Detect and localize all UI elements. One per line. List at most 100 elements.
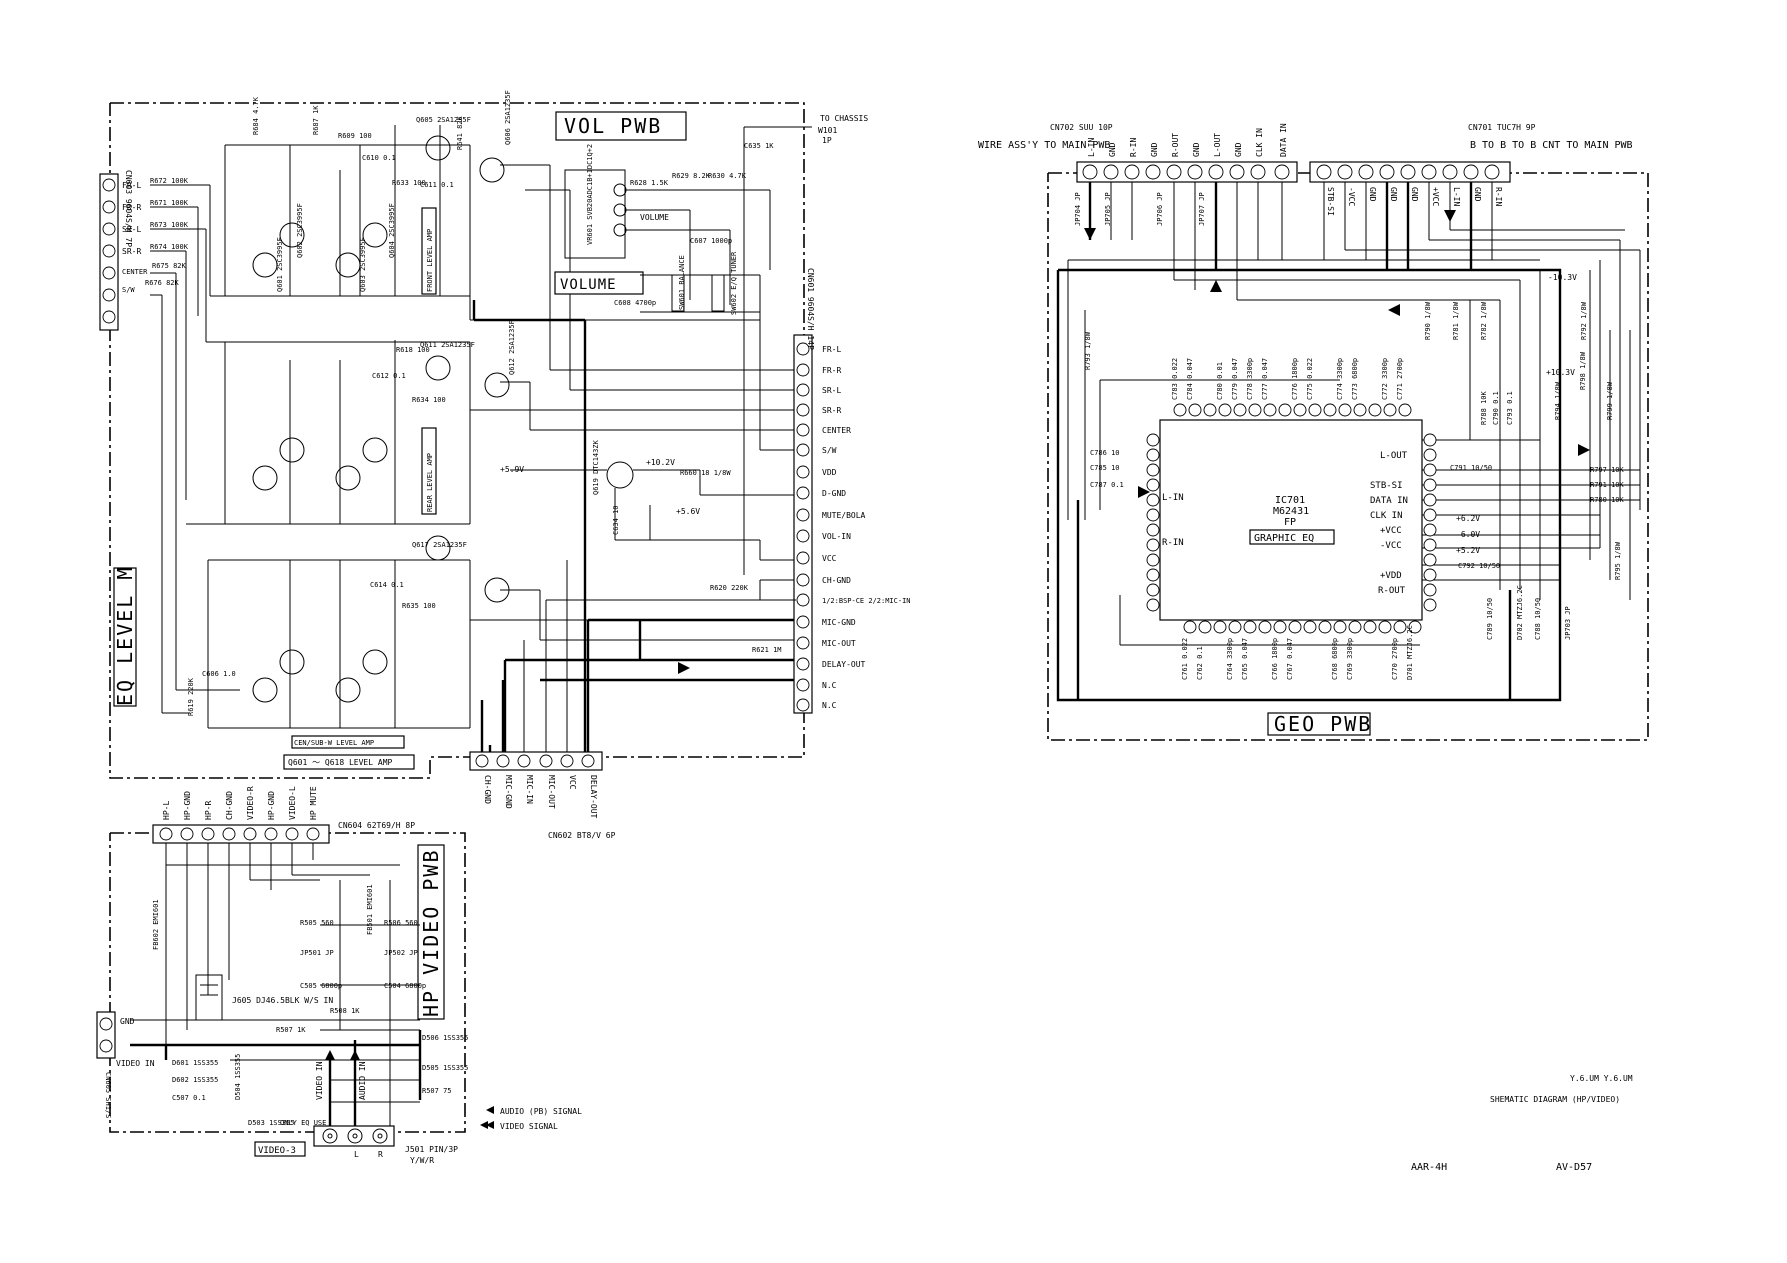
svg-text:R792 1/8W: R792 1/8W: [1580, 301, 1588, 340]
svg-text:R687 1K: R687 1K: [312, 105, 320, 135]
svg-text:C764 3300p: C764 3300p: [1226, 638, 1234, 680]
svg-text:VCC: VCC: [822, 554, 837, 563]
cn603-pins: [102, 178, 116, 324]
svg-text:C778 3300p: C778 3300p: [1246, 358, 1254, 400]
svg-text:D602 1SS355: D602 1SS355: [172, 1076, 218, 1084]
svg-text:MIC-GND: MIC-GND: [822, 618, 856, 627]
cn605-video-in: VIDEO IN: [116, 1059, 155, 1068]
j501-label: J501 PIN/3P: [405, 1145, 458, 1154]
svg-text:CENTER: CENTER: [122, 268, 148, 276]
hp-video-thick: [130, 1030, 422, 1130]
svg-text:JP502 JP: JP502 JP: [384, 949, 418, 957]
svg-text:GND: GND: [1473, 187, 1482, 202]
svg-text:CLK IN: CLK IN: [1370, 511, 1403, 521]
svg-text:Q611 2SA1235F: Q611 2SA1235F: [420, 341, 475, 349]
svg-text:+VCC: +VCC: [1380, 526, 1402, 536]
hp-component-labels: FB602 EMI601 FB501 EMI601 R505 560 R506 …: [152, 884, 468, 1127]
cn602-thin-wires: [523, 560, 796, 752]
svg-text:-10.3V: -10.3V: [1548, 273, 1577, 282]
svg-text:R629 8.2K: R629 8.2K: [672, 172, 711, 180]
svg-text:C774 3300p: C774 3300p: [1336, 358, 1344, 400]
ic-right-pin-labels: L-OUT STB-SI DATA IN CLK IN +VCC -VCC +V…: [1370, 451, 1408, 596]
svg-text:FR-R: FR-R: [822, 366, 841, 375]
geo-voltages: -10.3V +10.3V +6.2V -6.0V +5.2V: [1456, 273, 1577, 555]
svg-text:+VCC: +VCC: [1431, 187, 1440, 206]
svg-text:R508 1K: R508 1K: [330, 1007, 360, 1015]
cn701-sub: B TO B TO B CNT TO MAIN PWB: [1470, 140, 1633, 151]
svg-text:R620 220K: R620 220K: [710, 584, 749, 592]
svg-text:JP705 JP: JP705 JP: [1104, 192, 1112, 226]
svg-text:C507 0.1: C507 0.1: [172, 1094, 206, 1102]
svg-text:D702 MTZJ6.2C: D702 MTZJ6.2C: [1516, 585, 1524, 640]
svg-text:Q612 2SA1235F: Q612 2SA1235F: [508, 320, 516, 375]
to-chassis-label: TO CHASSIS: [820, 114, 868, 123]
svg-text:C789 10/50: C789 10/50: [1486, 598, 1494, 640]
cn601-label: CN601 9604S/H 14P: [806, 268, 815, 350]
hp-video-wiring: [130, 843, 420, 1130]
svg-text:Q603 2SC3995F: Q603 2SC3995F: [359, 237, 367, 292]
cn601-pin-labels: FR-L FR-R SR-L SR-R CENTER S/W VDD D-GND…: [822, 345, 911, 710]
svg-text:HP-R: HP-R: [204, 801, 213, 820]
cn602-wires: [480, 618, 640, 752]
svg-text:C787 0.1: C787 0.1: [1090, 481, 1124, 489]
svg-text:R609 100: R609 100: [338, 132, 372, 140]
cn601-pins: [796, 342, 810, 712]
svg-text:R782 1/8W: R782 1/8W: [1480, 301, 1488, 340]
svg-text:D701 MTZJ6.2C: D701 MTZJ6.2C: [1406, 625, 1414, 680]
svg-text:Q619 DTC143ZK: Q619 DTC143ZK: [592, 439, 600, 495]
geo-signal-wiring: [1067, 182, 1641, 646]
svg-text:N.C: N.C: [822, 701, 837, 710]
svg-text:C785 10: C785 10: [1090, 464, 1120, 472]
svg-text:C770 2700p: C770 2700p: [1391, 638, 1399, 680]
svg-text:R790 1/8W: R790 1/8W: [1424, 301, 1432, 340]
svg-text:STB-SI: STB-SI: [1370, 481, 1403, 491]
svg-text:GND: GND: [1389, 187, 1398, 202]
svg-text:C793 0.1: C793 0.1: [1506, 391, 1514, 425]
svg-text:C612 0.1: C612 0.1: [372, 372, 406, 380]
svg-text:Q606 2SA1235F: Q606 2SA1235F: [504, 90, 512, 145]
cn603-pin-labels: FR-L FR-R SR-L SR-R CENTER S/W: [122, 181, 148, 294]
svg-text:VIDEO-L: VIDEO-L: [288, 786, 297, 820]
rear-transistors: [252, 355, 510, 491]
geo-power-bus: [1056, 182, 1562, 702]
legend-audio: AUDIO (PB) SIGNAL: [500, 1107, 582, 1116]
svg-text:R506 560: R506 560: [384, 919, 418, 927]
svg-text:Q605 2SA1235F: Q605 2SA1235F: [416, 116, 471, 124]
svg-text:C505 6800p: C505 6800p: [300, 982, 342, 990]
audio-in-label: AUDIO IN: [358, 1061, 367, 1100]
svg-text:-VCC: -VCC: [1380, 541, 1402, 551]
svg-text:CH-GND: CH-GND: [483, 775, 492, 804]
svg-text:R621 1M: R621 1M: [752, 646, 782, 654]
geo-signal-arrows: [1084, 210, 1590, 498]
svg-text:C606 1.0: C606 1.0: [202, 670, 236, 678]
svg-text:JP706 JP: JP706 JP: [1156, 192, 1164, 226]
cn702-pins: [1082, 164, 1290, 180]
svg-text:C783 0.022: C783 0.022: [1171, 358, 1179, 400]
svg-text:HP MUTE: HP MUTE: [309, 786, 318, 820]
cn602-pins: [475, 754, 595, 768]
svg-text:DATA IN: DATA IN: [1370, 496, 1408, 506]
svg-text:-VCC: -VCC: [1347, 187, 1356, 206]
svg-text:MIC-OUT: MIC-OUT: [547, 775, 556, 809]
svg-text:R628 1.5K: R628 1.5K: [630, 179, 669, 187]
headphone-jack: [195, 974, 223, 1021]
svg-text:JP703 JP: JP703 JP: [1564, 606, 1572, 640]
video-signal-arrow: [486, 1121, 494, 1129]
svg-text:CH-GND: CH-GND: [822, 576, 851, 585]
svg-text:+10.3V: +10.3V: [1546, 368, 1575, 377]
svg-text:+5.6V: +5.6V: [676, 507, 700, 516]
svg-text:C775 0.022: C775 0.022: [1306, 358, 1314, 400]
svg-text:R675 82K: R675 82K: [152, 262, 187, 270]
svg-text:VOL-IN: VOL-IN: [822, 532, 851, 541]
cn605-gnd: GND: [120, 1017, 135, 1026]
svg-text:C780 0.01: C780 0.01: [1216, 362, 1224, 400]
svg-text:GND: GND: [1108, 142, 1117, 157]
svg-text:Q601 2SC3995F: Q601 2SC3995F: [276, 237, 284, 292]
svg-text:DATA IN: DATA IN: [1279, 123, 1288, 157]
cn603-label: CN603 9604S/H 7P: [124, 170, 133, 247]
svg-text:C608 4700p: C608 4700p: [614, 299, 656, 307]
svg-text:R797 10K: R797 10K: [1590, 466, 1625, 474]
svg-text:+10.2V: +10.2V: [646, 458, 675, 467]
svg-text:GND: GND: [1234, 142, 1243, 157]
front-amp-wiring: [210, 125, 796, 391]
